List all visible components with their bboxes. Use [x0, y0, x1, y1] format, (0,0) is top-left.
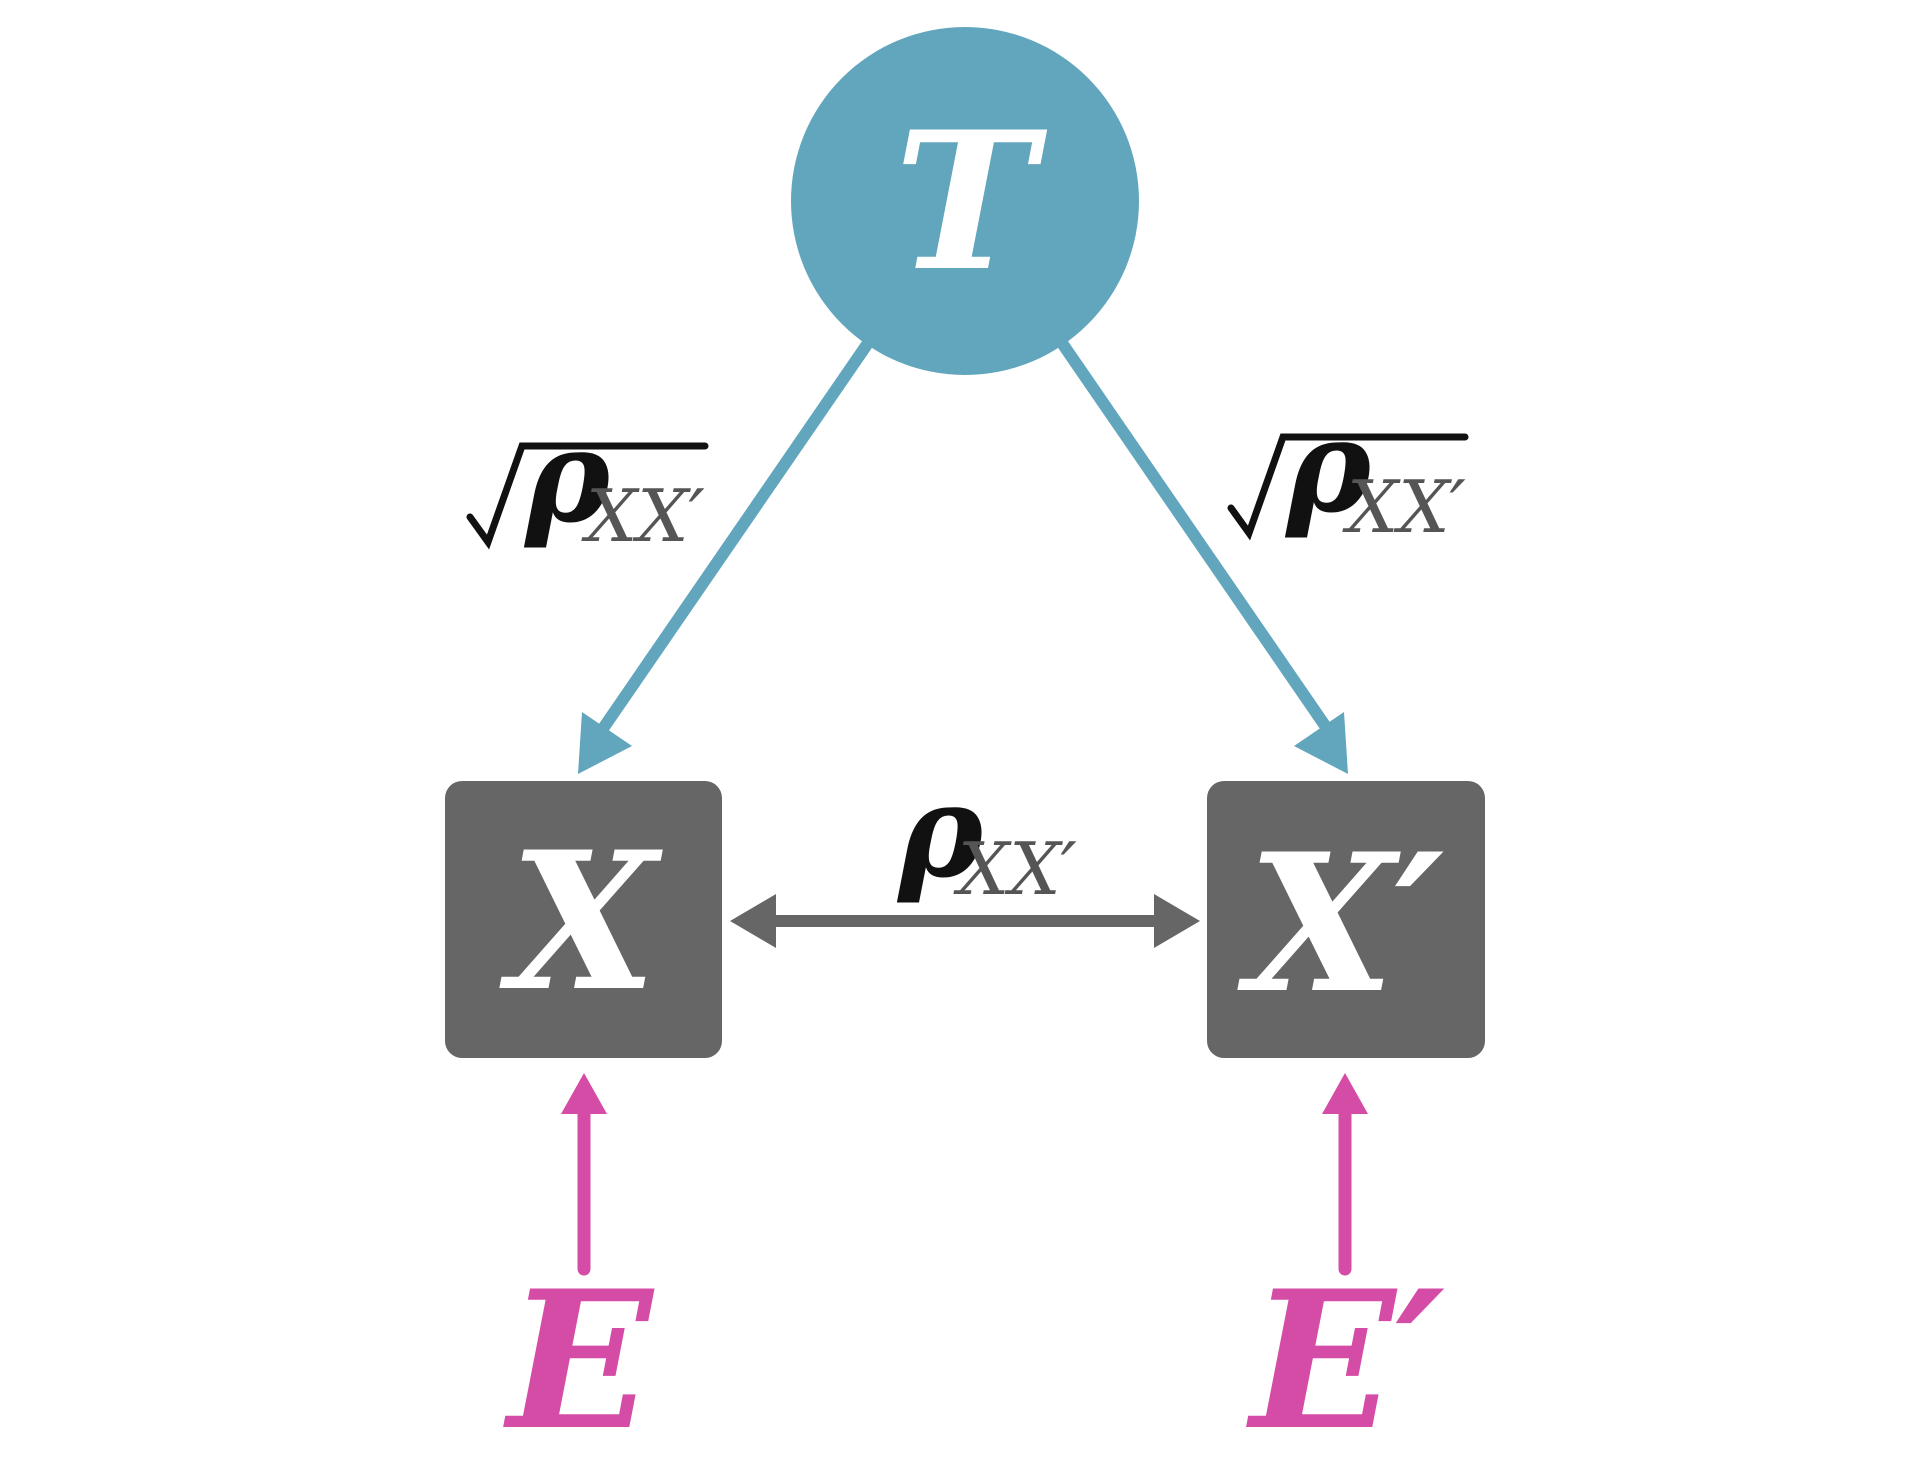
correlation-arrow: [730, 894, 1200, 948]
correlation-label: ρ XX′: [896, 757, 1077, 911]
true-score-label: T: [894, 90, 1047, 313]
left-loading-arrow: [578, 339, 873, 774]
observed-x-prime-node: X′: [1207, 781, 1485, 1058]
correlation-rho: ρ: [896, 757, 984, 907]
error-e-arrow: [561, 1073, 607, 1276]
right-loading-rho: ρ: [1284, 392, 1372, 542]
left-loading-subscript: XX′: [581, 474, 705, 558]
error-e-prime-arrow: [1322, 1073, 1368, 1276]
observed-x-node: X: [445, 781, 722, 1058]
error-e-prime-label: E′: [1246, 1249, 1446, 1469]
observed-x-prime-label: X′: [1237, 812, 1445, 1035]
observed-x-label: X: [499, 810, 663, 1033]
error-e-label: E: [503, 1249, 655, 1469]
left-loading-rho: ρ: [523, 402, 611, 552]
right-loading-arrow: [1057, 339, 1348, 774]
right-sqrt-sign: [1227, 433, 1469, 541]
left-sqrt-sign: [466, 442, 709, 550]
right-loading-label: ρ XX′: [1227, 392, 1469, 549]
right-loading-subscript: XX′: [1342, 465, 1466, 549]
true-score-node: T: [791, 27, 1139, 375]
left-loading-label: ρ XX′: [466, 402, 709, 558]
correlation-subscript: XX′: [953, 827, 1077, 911]
